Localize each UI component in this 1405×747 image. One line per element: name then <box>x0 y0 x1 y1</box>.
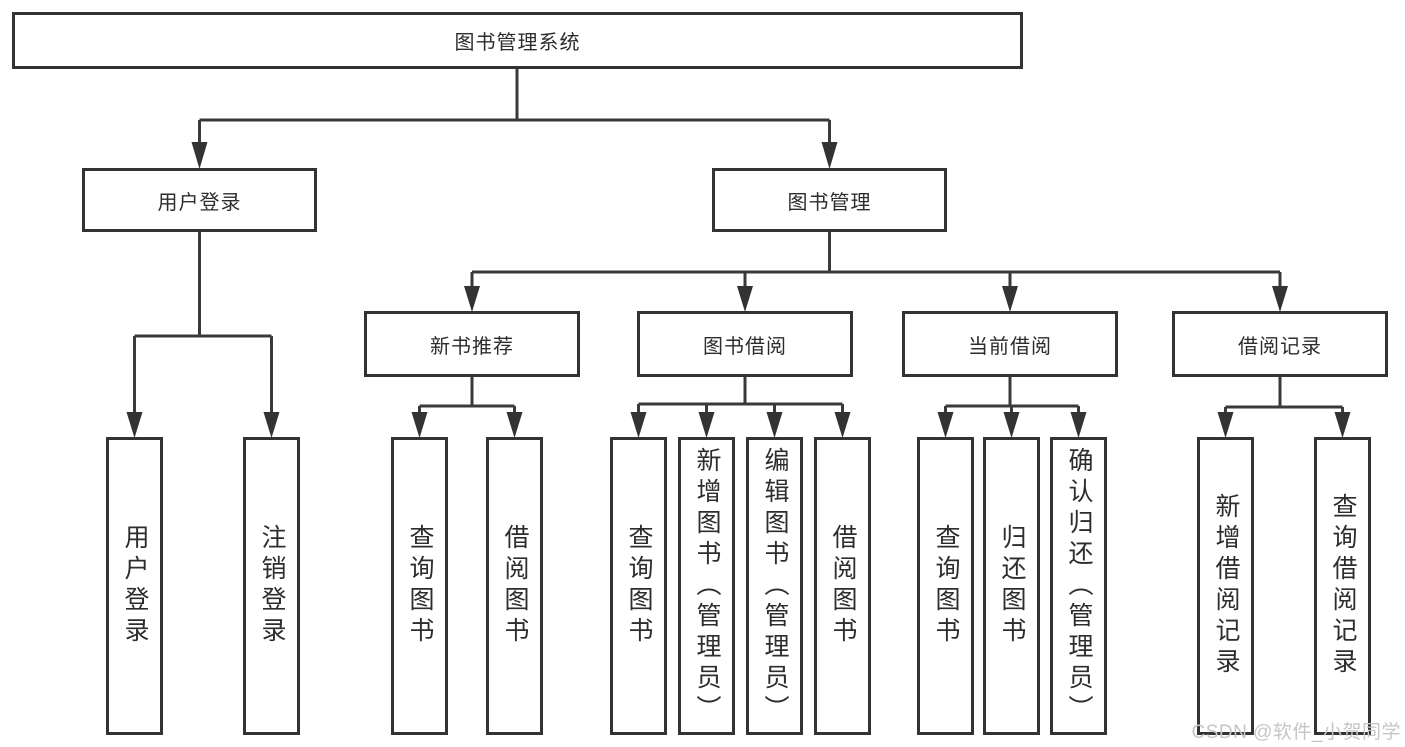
arrowhead-group <box>126 142 1351 438</box>
leaf-add-books-admin: 新增图书（管理员） <box>678 437 735 735</box>
leaf-add-borrow-record-label: 新增借阅记录 <box>1212 493 1240 679</box>
leaf-user-login: 用户登录 <box>106 437 163 735</box>
leaf-query-books-1-label: 查询图书 <box>406 524 434 648</box>
leaf-query-books-3: 查询图书 <box>917 437 974 735</box>
node-root: 图书管理系统 <box>12 12 1023 69</box>
leaf-return-books-label: 归还图书 <box>998 524 1026 648</box>
leaf-borrow-books-2-label: 借阅图书 <box>829 524 857 648</box>
leaf-confirm-return-admin-label: 确认归还（管理员） <box>1065 446 1093 726</box>
node-book-borrow-label: 图书借阅 <box>703 335 787 358</box>
node-book-borrow: 图书借阅 <box>637 311 853 377</box>
leaf-query-books-1: 查询图书 <box>391 437 448 735</box>
node-user-login-label: 用户登录 <box>157 191 242 214</box>
leaf-borrow-books-2: 借阅图书 <box>814 437 871 735</box>
leaf-edit-books-admin: 编辑图书（管理员） <box>746 437 803 735</box>
leaf-add-books-admin-label: 新增图书（管理员） <box>693 446 721 726</box>
leaf-query-borrow-record-label: 查询借阅记录 <box>1329 493 1357 679</box>
leaf-query-borrow-record: 查询借阅记录 <box>1314 437 1371 735</box>
leaf-add-borrow-record: 新增借阅记录 <box>1197 437 1254 735</box>
leaf-confirm-return-admin: 确认归还（管理员） <box>1050 437 1107 735</box>
watermark-text: CSDN @软件_小贺同学 <box>1191 722 1401 743</box>
leaf-query-books-2: 查询图书 <box>610 437 667 735</box>
leaf-logout: 注销登录 <box>243 437 300 735</box>
leaf-borrow-books-1-label: 借阅图书 <box>501 524 529 648</box>
leaf-user-login-label: 用户登录 <box>121 524 149 648</box>
node-book-management-label: 图书管理 <box>787 191 872 214</box>
node-root-label: 图书管理系统 <box>454 32 581 54</box>
node-book-management: 图书管理 <box>712 168 947 232</box>
leaf-borrow-books-1: 借阅图书 <box>486 437 543 735</box>
node-borrow-record-label: 借阅记录 <box>1238 335 1322 358</box>
leaf-query-books-2-label: 查询图书 <box>625 524 653 648</box>
leaf-return-books: 归还图书 <box>983 437 1040 735</box>
leaf-logout-label: 注销登录 <box>258 524 286 648</box>
leaf-query-books-3-label: 查询图书 <box>932 524 960 648</box>
node-current-borrow-label: 当前借阅 <box>968 335 1052 358</box>
node-new-book-recommend: 新书推荐 <box>364 311 580 377</box>
node-user-login: 用户登录 <box>82 168 317 232</box>
node-new-book-recommend-label: 新书推荐 <box>430 335 514 358</box>
node-borrow-record: 借阅记录 <box>1172 311 1388 377</box>
node-current-borrow: 当前借阅 <box>902 311 1118 377</box>
leaf-edit-books-admin-label: 编辑图书（管理员） <box>761 446 789 726</box>
